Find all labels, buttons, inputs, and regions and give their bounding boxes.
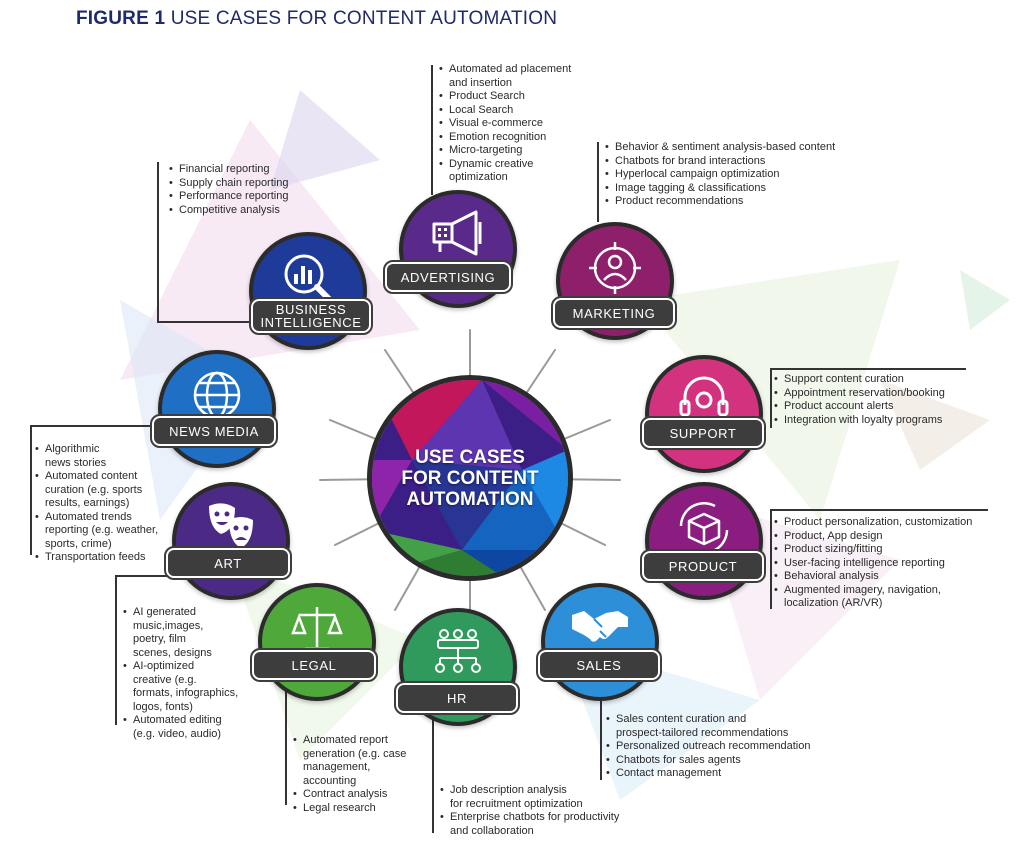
megaphone-icon	[432, 210, 482, 256]
list-product: Product personalization, customization P…	[773, 516, 972, 611]
list-item: Product account alerts	[773, 400, 945, 414]
list-item: Product Search	[438, 90, 571, 104]
list-item: Augmented imagery, navigation, localizat…	[773, 584, 972, 611]
list-item: Automated content curation (e.g. sports …	[34, 470, 158, 511]
node-art	[172, 482, 290, 600]
list-item: Chatbots for brand interactions	[604, 155, 835, 169]
org-chart-icon	[435, 629, 481, 673]
list-item: Automated trends reporting (e.g. weather…	[34, 511, 158, 552]
scales-icon	[291, 607, 343, 651]
node-news-media	[158, 350, 276, 468]
list-item: Contract analysis	[292, 788, 406, 802]
connector-support-h	[770, 368, 966, 370]
list-item: Legal research	[292, 802, 406, 816]
list-item: Enterprise chatbots for productivity and…	[439, 811, 619, 838]
list-item: Contact management	[605, 767, 810, 781]
connector-product-h	[770, 509, 988, 511]
hub-title: USE CASES FOR CONTENT AUTOMATION	[401, 446, 539, 510]
list-item: Automated editing (e.g. video, audio)	[122, 714, 238, 741]
target-person-icon	[589, 242, 641, 294]
connector-support-v	[770, 368, 772, 428]
list-item: AI-optimized creative (e.g. formats, inf…	[122, 660, 238, 714]
list-legal: Automated report generation (e.g. case m…	[292, 734, 406, 815]
node-support	[645, 355, 763, 473]
list-item: User-facing intelligence reporting	[773, 557, 972, 571]
label-legal: LEGAL	[250, 648, 378, 682]
node-sales	[541, 583, 659, 701]
list-item: Hyperlocal campaign optimization	[604, 168, 835, 182]
label-advertising: ADVERTISING	[383, 260, 513, 294]
theater-masks-icon	[209, 503, 253, 548]
connector-news-media-v	[30, 425, 32, 555]
label-news-media: NEWS MEDIA	[150, 414, 278, 448]
list-item: Automated ad placement and insertion	[438, 63, 571, 90]
label-sales: SALES	[536, 648, 662, 682]
connector-hr	[432, 715, 434, 833]
list-marketing: Behavior & sentiment analysis-based cont…	[604, 141, 835, 209]
list-item: Competitive analysis	[168, 204, 288, 218]
list-support: Support content curation Appointment res…	[773, 373, 945, 427]
list-item: Micro-targeting	[438, 144, 571, 158]
list-news-media: Algorithmic news stories Automated conte…	[34, 443, 158, 565]
figure-title: FIGURE 1 USE CASES FOR CONTENT AUTOMATIO…	[76, 8, 557, 30]
list-item: Integration with loyalty programs	[773, 414, 945, 428]
handshake-icon	[572, 611, 628, 642]
connector-business-intelligence-h	[157, 321, 267, 323]
hub-circle: USE CASES FOR CONTENT AUTOMATION	[367, 375, 573, 581]
list-item: Product personalization, customization	[773, 516, 972, 530]
connector-news-media-h	[30, 425, 160, 427]
connector-product-v	[770, 509, 772, 609]
figure-title-text: USE CASES FOR CONTENT AUTOMATION	[170, 8, 558, 29]
connector-business-intelligence-v	[157, 162, 159, 322]
list-advertising: Automated ad placement and insertion Pro…	[438, 63, 571, 185]
connector-advertising	[431, 65, 433, 195]
label-product: PRODUCT	[640, 549, 766, 583]
list-art: AI generated music,images, poetry, film …	[122, 606, 238, 741]
list-item: Job description analysis for recruitment…	[439, 784, 619, 811]
list-item: Product sizing/fitting	[773, 543, 972, 557]
list-sales: Sales content curation and prospect-tail…	[605, 713, 810, 781]
label-hr: HR	[394, 681, 520, 715]
list-item: Product, App design	[773, 530, 972, 544]
connector-art-v	[115, 575, 117, 725]
connector-legal	[285, 690, 287, 805]
list-item: Financial reporting	[168, 163, 288, 177]
connector-art-h	[115, 575, 175, 577]
list-item: Product recommendations	[604, 195, 835, 209]
connector-sales	[600, 690, 602, 780]
list-item: Emotion recognition	[438, 131, 571, 145]
list-item: Transportation feeds	[34, 551, 158, 565]
list-item: Behavior & sentiment analysis-based cont…	[604, 141, 835, 155]
connector-marketing	[597, 142, 599, 222]
list-item: Appointment reservation/booking	[773, 387, 945, 401]
list-item: Algorithmic news stories	[34, 443, 158, 470]
label-support: SUPPORT	[640, 416, 766, 450]
label-art: ART	[164, 546, 292, 580]
list-item: Image tagging & classifications	[604, 182, 835, 196]
list-item: Dynamic creative optimization	[438, 158, 571, 185]
list-item: Automated report generation (e.g. case m…	[292, 734, 406, 788]
list-item: Personalized outreach recommendation	[605, 740, 810, 754]
figure-number: FIGURE 1	[76, 8, 166, 29]
list-item: Visual e-commerce	[438, 117, 571, 131]
list-hr: Job description analysis for recruitment…	[439, 784, 619, 838]
list-business-intelligence: Financial reporting Supply chain reporti…	[168, 163, 288, 217]
node-legal	[258, 583, 376, 701]
list-item: Sales content curation and prospect-tail…	[605, 713, 810, 740]
list-item: Support content curation	[773, 373, 945, 387]
list-item: Local Search	[438, 104, 571, 118]
box-cycle-icon	[679, 501, 729, 555]
chart-magnifier-icon	[284, 254, 333, 303]
list-item: Chatbots for sales agents	[605, 754, 810, 768]
hub-mosaic	[372, 380, 568, 576]
node-product	[645, 482, 763, 600]
list-item: AI generated music,images, poetry, film …	[122, 606, 238, 660]
list-item: Performance reporting	[168, 190, 288, 204]
label-business-intelligence: BUSINESS INTELLIGENCE	[249, 297, 373, 335]
label-marketing: MARKETING	[551, 296, 677, 330]
globe-icon	[193, 371, 241, 419]
list-item: Supply chain reporting	[168, 177, 288, 191]
list-item: Behavioral analysis	[773, 570, 972, 584]
